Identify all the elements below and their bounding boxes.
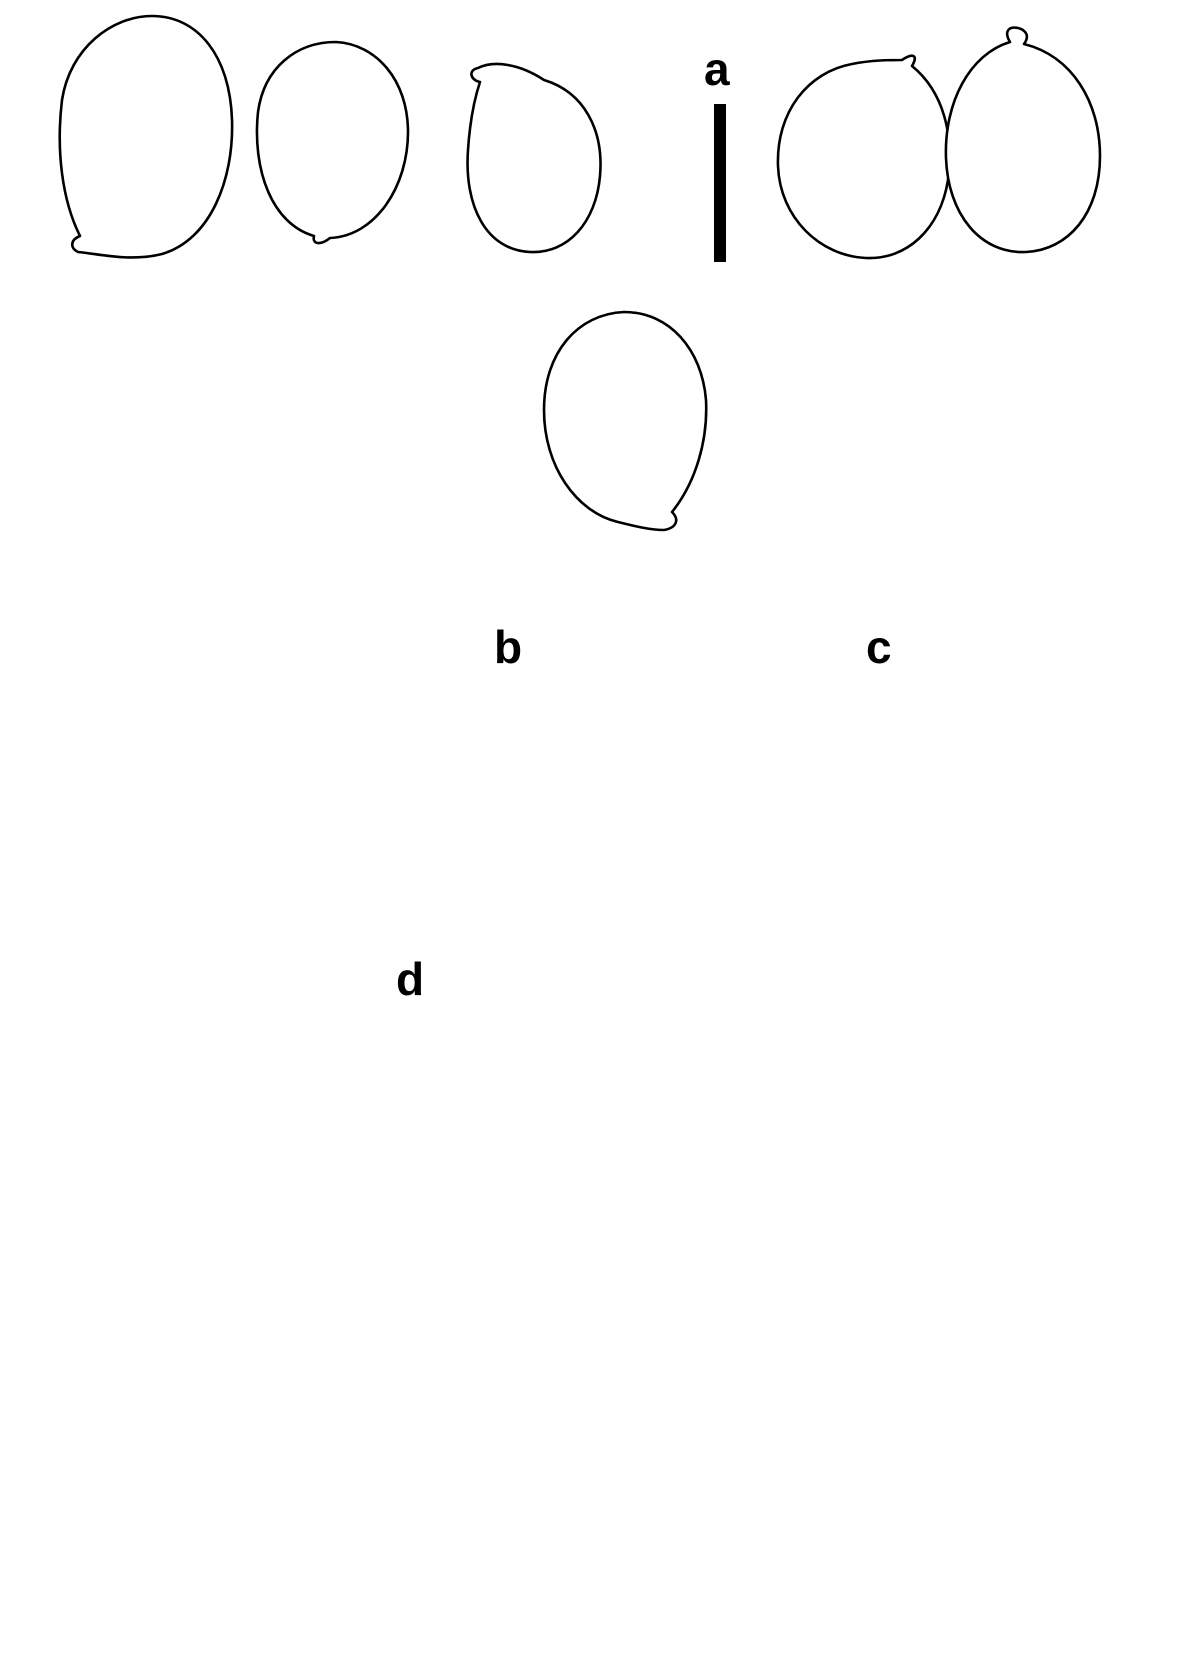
scale-bar-a [714,104,726,262]
panel-label-b: b [494,621,523,673]
spore-4 [776,54,951,260]
spore-1 [58,14,234,259]
spore-6 [542,310,708,532]
spore-2 [255,40,410,245]
spore-3 [466,62,602,254]
panel-label-d: d [396,953,425,1005]
panel-label-c: c [866,621,892,673]
panel-label-a: a [704,43,730,95]
spore-5 [944,26,1102,254]
panel-a-spores [58,14,1102,532]
